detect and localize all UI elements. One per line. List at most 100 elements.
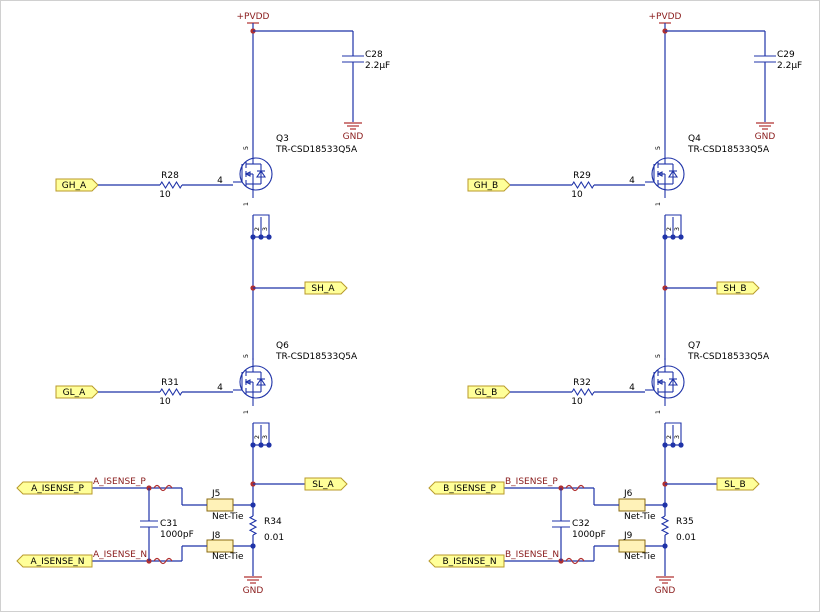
port-label: SL_A [312,480,334,490]
pin-number: 5 [242,146,250,150]
port-label: SH_B [723,284,746,294]
pin-number: 3 [673,227,681,231]
fet-ref: Q7 [688,341,701,351]
pin-number: 5 [654,146,662,150]
resistor-value: 10 [159,190,171,200]
net-tie-label: Net-Tie [624,512,656,522]
pin-number: 3 [261,227,269,231]
fet-ref: Q3 [276,134,289,144]
port-shape [16,481,93,495]
net-tie-label: Net-Tie [212,512,244,522]
pin-number: 4 [217,176,223,186]
junction-dot [266,442,272,448]
sense-p-net-label: B_ISENSE_P [505,477,558,487]
fet-part: TR-CSD18533Q5A [275,145,358,155]
port-label: SH_A [311,284,335,294]
gnd-label: GND [343,132,364,142]
junction-dot [258,442,264,448]
port-shape [16,554,93,568]
cap-ref: C28 [365,50,383,60]
port-label: GH_A [62,181,87,191]
port-label: B_ISENSE_P [443,484,496,494]
sense-cap-value: 1000pF [572,530,606,540]
pin-number: 1 [654,410,662,414]
port-shape [304,281,348,295]
sense-n-port[interactable]: B_ISENSE_N [428,554,505,568]
gate-high-port[interactable]: GH_A [55,178,99,192]
junction-dot [670,442,676,448]
channel-b: +PVDDC292.2µFGND51Q4TR-CSD18533Q5AGH_BR2… [428,12,802,596]
resistor-ref: R32 [573,378,591,388]
sense-p-port[interactable]: A_ISENSE_P [16,481,93,495]
resistor-value: 10 [571,397,583,407]
resistor-value: 10 [159,397,171,407]
port-shape [467,178,511,192]
net-tie-icon [206,539,234,553]
pin-number: 3 [673,435,681,439]
pin-number: 1 [242,410,250,414]
resistor-ref: R29 [573,171,591,181]
junction-dot [670,234,676,240]
sense-p-net-label: A_ISENSE_P [93,477,146,487]
sense-cap-value: 1000pF [160,530,194,540]
sense-cap-ref: C31 [160,519,178,529]
pin-number: 3 [261,435,269,439]
resistor-ref: R28 [161,171,179,181]
port-label: SL_B [724,480,745,490]
shunt-ref: R35 [676,517,694,527]
port-shape [55,178,99,192]
gnd-label: GND [243,586,264,596]
gate-high-port[interactable]: GH_B [467,178,511,192]
switch-node-port[interactable]: SH_B [716,281,760,295]
net-tie-ref: J5 [211,489,220,499]
junction-dot [258,234,264,240]
port-label: GL_A [63,388,86,398]
port-label: GH_B [474,181,498,191]
net-tie-label: Net-Tie [212,552,244,562]
source-low-port[interactable]: SL_B [716,477,760,491]
fet-part: TR-CSD18533Q5A [275,352,358,362]
pin-number: 4 [217,383,223,393]
resistor-ref: R31 [161,378,179,388]
pin-number: 5 [654,354,662,358]
port-shape [428,481,505,495]
source-low-port[interactable]: SL_A [304,477,348,491]
switch-node-port[interactable]: SH_A [304,281,348,295]
port-shape [55,385,99,399]
net-tie-ref: J6 [623,489,633,499]
cap-ref: C29 [777,50,795,60]
mosfet-icon [645,358,685,406]
cap-value: 2.2µF [777,61,802,71]
port-shape [304,477,348,491]
port-shape [467,385,511,399]
port-shape [428,554,505,568]
pin-number: 2 [665,227,673,231]
shunt-ref: R34 [264,517,282,527]
ground-icon [756,122,774,130]
source-pin-tie [250,214,272,240]
net-tie-ref: J9 [623,531,633,541]
ground-icon [656,576,674,584]
gate-low-port[interactable]: GL_B [467,385,511,399]
pvdd-label: +PVDD [237,12,270,22]
port-label: A_ISENSE_N [30,557,84,567]
junction-dot [266,234,272,240]
port-label: A_ISENSE_P [31,484,84,494]
pin-number: 1 [242,202,250,206]
source-pin-tie [662,214,684,240]
sense-cap-ref: C32 [572,519,590,529]
pin-number: 2 [665,435,673,439]
port-label: GL_B [475,388,498,398]
ground-icon [344,122,362,130]
gate-low-port[interactable]: GL_A [55,385,99,399]
sense-p-port[interactable]: B_ISENSE_P [428,481,505,495]
mosfet-icon [233,150,273,198]
port-shape [716,281,760,295]
sense-n-port[interactable]: A_ISENSE_N [16,554,93,568]
net-tie-icon [206,498,234,512]
port-shape [716,477,760,491]
port-label: B_ISENSE_N [442,557,496,567]
pin-number: 4 [629,383,635,393]
